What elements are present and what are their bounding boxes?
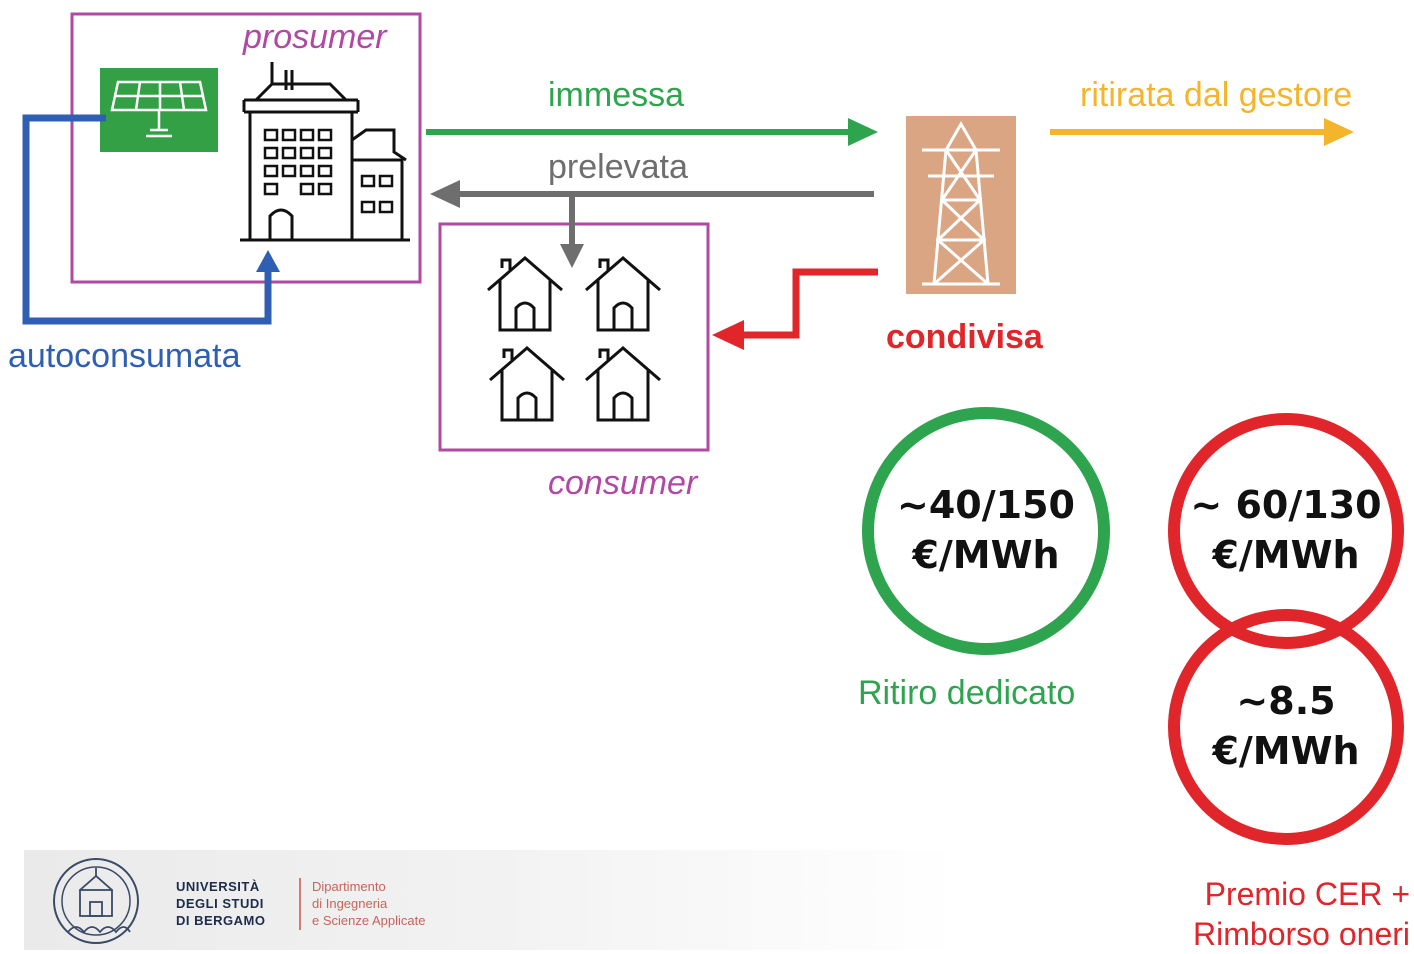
ritiro-dedicato-circle: [862, 407, 1110, 655]
prosumer-label: prosumer: [243, 18, 387, 56]
prelevata-label: prelevata: [548, 148, 688, 186]
prosumer-box: [70, 12, 422, 284]
autoconsumata-arrow: [22, 114, 280, 325]
university-logo-bar: UNIVERSITÀ DEGLI STUDI DI BERGAMO Dipart…: [24, 850, 960, 950]
price-unit: €/MWh: [912, 533, 1060, 577]
department-name: Dipartimento di Ingegneria e Scienze App…: [312, 878, 425, 929]
autoconsumata-label: autoconsumata: [8, 337, 241, 375]
university-line-2: DEGLI STUDI: [176, 896, 264, 911]
price-value: ~8.5: [1236, 679, 1336, 723]
premio-line-2: Rimborso oneri: [1193, 916, 1410, 952]
condivisa-label: condivisa: [886, 318, 1043, 356]
immessa-label: immessa: [548, 76, 685, 114]
university-name: UNIVERSITÀ DEGLI STUDI DI BERGAMO: [176, 878, 266, 929]
solar-panel-icon: [100, 68, 218, 152]
price-value: ~ 60/130: [1190, 483, 1382, 527]
premio-cer-price: ~8.5 €/MWh: [1166, 676, 1406, 776]
house-icon: [585, 256, 661, 332]
department-line-2: di Ingegneria: [312, 896, 388, 911]
logo-divider: [299, 878, 301, 930]
condivisa-price-circle: [1168, 413, 1404, 649]
building-icon: [240, 62, 410, 242]
premio-line-1: Premio CER +: [1204, 876, 1410, 912]
immessa-arrow: [426, 118, 878, 146]
condivisa-arrow: [712, 268, 878, 350]
ritiro-dedicato-price: ~40/150 €/MWh: [866, 480, 1106, 580]
premio-cer-circle: [1168, 609, 1404, 845]
department-line-1: Dipartimento: [312, 879, 386, 894]
department-line-3: e Scienze Applicate: [312, 913, 426, 928]
house-icon: [489, 346, 565, 422]
university-seal-icon: [53, 858, 139, 944]
house-icon: [487, 256, 563, 332]
ritirata-label: ritirata dal gestore: [1080, 76, 1353, 114]
consumer-label: consumer: [548, 464, 698, 502]
condivisa-price: ~ 60/130 €/MWh: [1166, 480, 1406, 580]
university-line-1: UNIVERSITÀ: [176, 879, 260, 894]
ritirata-arrow: [1050, 118, 1354, 146]
house-icon: [585, 346, 661, 422]
prelevata-arrow: [430, 180, 874, 268]
price-unit: €/MWh: [1212, 533, 1360, 577]
price-unit: €/MWh: [1212, 729, 1360, 773]
ritiro-dedicato-label: Ritiro dedicato: [858, 674, 1076, 712]
premio-cer-label: Premio CER + Rimborso oneri: [1140, 874, 1410, 954]
price-value: ~40/150: [897, 483, 1075, 527]
power-pylon-icon: [906, 116, 1016, 294]
university-line-3: DI BERGAMO: [176, 913, 266, 928]
